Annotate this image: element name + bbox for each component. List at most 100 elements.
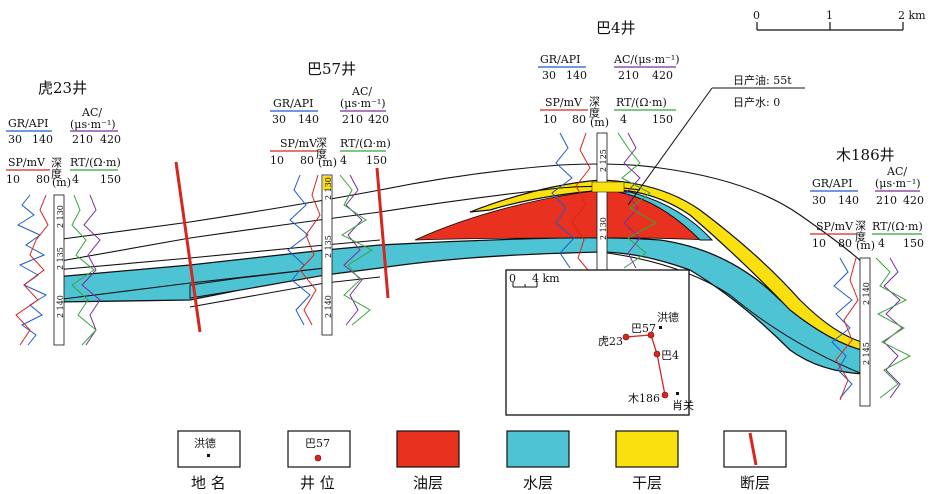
ac-max: 420	[368, 113, 389, 126]
place-label-xiaoguan: 肖关	[672, 398, 694, 412]
ac-min: 210	[876, 194, 897, 207]
well-trace-line	[625, 334, 666, 396]
sp-label: SP/mV	[8, 156, 46, 169]
depth-track	[859, 257, 871, 407]
rt-label: RT/(Ω·m)	[616, 96, 667, 109]
sp-min: 10	[812, 237, 826, 250]
ac-label: AC/	[81, 106, 102, 119]
rt-max: 150	[652, 113, 673, 126]
depth-tick-2: 2 145	[862, 342, 871, 365]
gr-curve	[831, 257, 853, 399]
ac-curve	[883, 257, 903, 399]
well-title: 巴57井	[307, 60, 356, 78]
well-ba4: 巴4井 GR/API 30 140 AC/(μs·m⁻¹) 210 420 SP…	[538, 19, 680, 271]
gr-curve	[16, 194, 48, 346]
well-mu186: 木186井 GR/API 30 140 AC/ (μs·m⁻¹) 210 420…	[810, 146, 924, 407]
legend-swatch-water	[506, 430, 570, 468]
legend-well-sample: 巴57	[305, 437, 330, 450]
gr-min: 30	[812, 194, 826, 207]
depth-label: 深度	[588, 96, 601, 119]
well-title: 木186井	[836, 146, 895, 164]
place-label-hongde: 洪德	[657, 310, 679, 324]
gr-max: 140	[298, 113, 319, 126]
legend-label-water: 水层	[523, 474, 553, 492]
sp-max: 80	[36, 173, 50, 186]
well-marker-mu186	[661, 391, 669, 399]
legend-label-dry: 干层	[632, 474, 662, 492]
water-lens	[617, 191, 714, 241]
gr-min: 30	[8, 133, 22, 146]
daily-water-text: 日产水: 0	[733, 95, 780, 109]
sp-curve	[571, 132, 591, 271]
depth-track	[53, 194, 65, 346]
gr-label: GR/API	[540, 53, 580, 66]
rt-curve	[339, 174, 374, 326]
depth-tick-2: 2 135	[56, 247, 65, 270]
inset-map: 0 4 km 洪德 肖关 虎23 巴57 巴4 木186	[505, 269, 694, 416]
depth-label: 深度	[315, 137, 328, 160]
inset-scale-1: 4 km	[532, 272, 560, 285]
gr-label: GR/API	[8, 117, 48, 130]
gr-curve	[551, 132, 575, 269]
fault-1	[174, 161, 202, 333]
perforation-interval	[591, 181, 625, 193]
horizon-lines	[54, 163, 866, 376]
ac-unit: (μs·m⁻¹)	[70, 118, 116, 131]
ac-unit: (μs·m⁻¹)	[875, 177, 921, 190]
ac-min: 210	[342, 113, 363, 126]
rt-label: RT/(Ω·m)	[872, 220, 923, 233]
depth-unit: (m)	[590, 116, 609, 129]
ac-label: AC/	[886, 165, 907, 178]
gr-min: 30	[542, 69, 556, 82]
rt-max: 150	[903, 237, 924, 250]
legend-swatch-dry	[615, 430, 679, 468]
depth-tick-2: 2 135	[324, 235, 333, 258]
sp-label: SP/mV	[545, 96, 583, 109]
gr-max: 140	[838, 194, 859, 207]
well-title: 巴4井	[596, 19, 636, 37]
sp-curve	[15, 194, 49, 346]
depth-tick-3: 2 140	[56, 295, 65, 318]
ac-unit: (μs·m⁻¹)	[340, 97, 386, 110]
inset-scale-0: 0	[509, 272, 516, 285]
ac-min: 210	[618, 69, 639, 82]
rt-label: RT/(Ω·m)	[70, 156, 121, 169]
scale-bar: 0 1 2 km	[753, 9, 926, 31]
sp-label: SP/mV	[280, 137, 318, 150]
legend-label-fault: 断层	[740, 474, 770, 492]
ac-min: 210	[72, 133, 93, 146]
sp-curve	[299, 174, 321, 326]
rt-min: 4	[340, 154, 347, 167]
depth-tick-1: 2 130	[324, 177, 333, 200]
rt-max: 150	[366, 154, 387, 167]
legend-label-oil: 油层	[413, 474, 443, 492]
horizon-2	[54, 185, 641, 263]
ac-label: AC/	[351, 85, 372, 98]
depth-track	[321, 174, 333, 336]
well-marker-ba57	[647, 331, 655, 339]
sp-curve	[835, 257, 859, 401]
well-ba57: 巴57井 GR/API 30 140 AC/ (μs·m⁻¹) 210 420 …	[270, 60, 391, 336]
ac-curve	[623, 132, 641, 269]
production-callout: 日产油: 55t 日产水: 0	[627, 73, 805, 206]
rt-max: 150	[100, 173, 121, 186]
rt-min: 4	[620, 113, 627, 126]
depth-unit: (m)	[52, 176, 71, 189]
depth-label: 深度	[50, 157, 63, 180]
dry-interval	[323, 176, 331, 190]
legend-label-well: 井 位	[300, 474, 335, 492]
gr-min: 30	[272, 113, 286, 126]
sp-max: 80	[572, 113, 586, 126]
well-label-hu23: 虎23	[598, 335, 623, 348]
ac-label: AC/(μs·m⁻¹)	[613, 53, 680, 66]
rt-curve	[875, 257, 912, 399]
depth-unit: (m)	[318, 156, 337, 169]
gr-curve	[287, 174, 311, 326]
ac-max: 420	[903, 194, 924, 207]
sp-label: SP/mV	[816, 220, 854, 233]
scale-tick-1: 1	[826, 9, 833, 22]
sp-min: 10	[543, 113, 557, 126]
depth-tick-2: 2 130	[599, 217, 608, 240]
fault-2	[375, 167, 390, 299]
daily-oil-text: 日产油: 55t	[733, 73, 792, 87]
